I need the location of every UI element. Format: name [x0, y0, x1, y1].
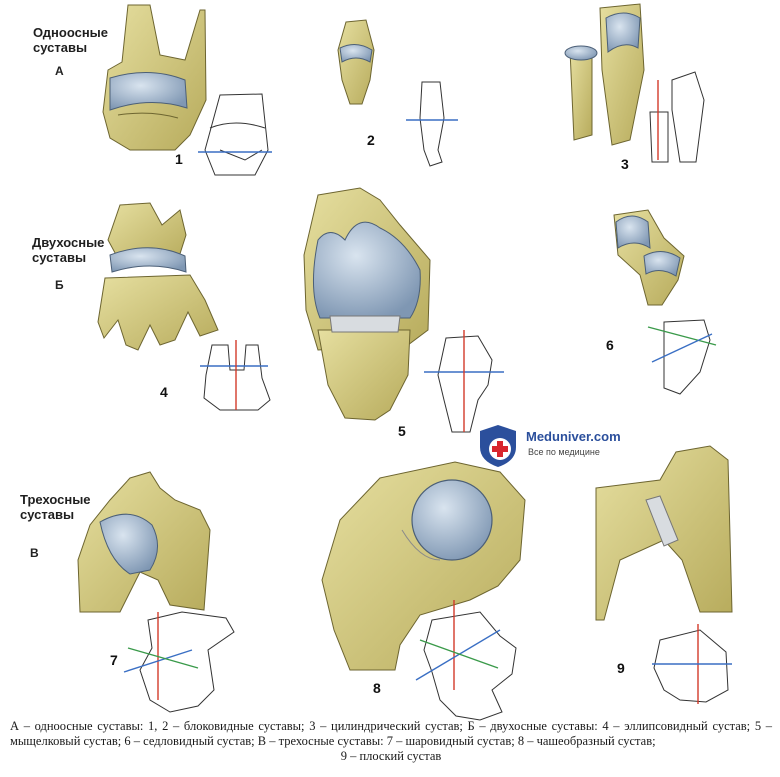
plane-line-drawing	[652, 624, 732, 704]
figure-number-7: 7	[110, 652, 118, 668]
saddle-line-drawing	[647, 319, 717, 395]
section-title-biaxial: Двухосные суставы	[32, 235, 105, 265]
knee-line-drawing	[424, 330, 504, 433]
figure-number-6: 6	[606, 337, 614, 353]
radioulnar-line-drawing	[649, 71, 705, 163]
shield-cross-icon	[480, 425, 516, 467]
section-letter-a: А	[55, 64, 64, 78]
figure-number-4: 4	[160, 384, 168, 400]
figure-number-9: 9	[617, 660, 625, 676]
figure-number-5: 5	[398, 423, 406, 439]
wrist-joint-illustration	[97, 202, 219, 351]
meduniver-watermark: Meduniver.com Все по медицине	[476, 423, 636, 471]
plane-joint-illustration	[595, 445, 733, 621]
interphalangeal-joint-illustration	[337, 19, 375, 105]
knee-joint-illustration	[303, 187, 431, 421]
saddle-joint-illustration	[613, 209, 685, 306]
radioulnar-joint-illustration	[564, 3, 645, 146]
figure-number-8: 8	[373, 680, 381, 696]
hip-line-drawing	[415, 600, 517, 721]
hip-joint-illustration	[321, 461, 526, 671]
figure-number-2: 2	[367, 132, 375, 148]
section-title-uniaxial: Одноосные суставы	[33, 25, 109, 55]
section-title-triaxial: Трехосные суставы	[20, 492, 91, 522]
caption-line-1: А – одноосные суставы: 1, 2 – блоковидны…	[10, 719, 708, 733]
shoulder-joint-illustration	[77, 471, 211, 613]
section-letter-c: В	[30, 546, 39, 560]
watermark-tagline: Все по медицине	[528, 447, 600, 457]
section-letter-b: Б	[55, 278, 64, 292]
interphalangeal-line-drawing	[406, 81, 458, 167]
wrist-line-drawing	[200, 340, 271, 411]
figure-number-3: 3	[621, 156, 629, 172]
caption-line-2: сустав; 5 – мыщелковый сустав; 6 – седло…	[10, 719, 773, 748]
figure-number-1: 1	[175, 151, 183, 167]
figure-caption: А – одноосные суставы: 1, 2 – блоковидны…	[10, 719, 772, 764]
watermark-name: Meduniver.com	[526, 429, 621, 444]
ankle-joint-illustration	[102, 4, 207, 151]
caption-line-3: 9 – плоский сустав	[340, 749, 442, 763]
shoulder-line-drawing	[123, 611, 235, 713]
ankle-line-drawing	[198, 93, 272, 176]
